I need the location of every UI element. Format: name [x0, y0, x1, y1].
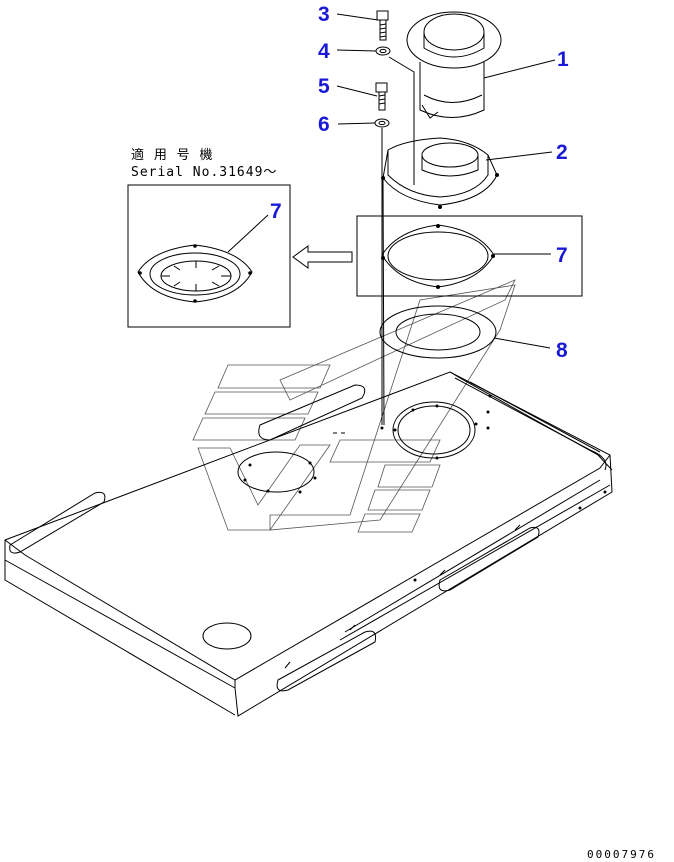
serial-label: Serial No.31649～: [131, 165, 277, 180]
part-2-flange: [381, 137, 499, 209]
assembly-lines: [381, 56, 415, 426]
callout-3: 3: [318, 3, 330, 26]
callout-4: 4: [318, 40, 330, 63]
part-7-frame: [356, 215, 583, 297]
callout-2: 2: [556, 141, 568, 164]
part-8-gasket: [379, 305, 497, 359]
part-4-washer: [375, 46, 391, 56]
callout-6: 6: [318, 113, 330, 136]
inset-arrow: [292, 245, 353, 269]
inset-view: [127, 184, 291, 328]
leader-lines: [227, 13, 556, 349]
callout-7-inset: 7: [270, 200, 282, 223]
callout-5: 5: [318, 75, 330, 98]
cover-plate: [4, 371, 613, 717]
part-1-pipe-cap: [406, 11, 502, 119]
callout-1: 1: [557, 48, 569, 71]
part-3-bolt: [376, 10, 389, 41]
part-5-bolt: [375, 82, 388, 111]
part-6-washer: [374, 118, 390, 128]
callout-8: 8: [556, 339, 568, 362]
callout-7-main: 7: [556, 244, 568, 267]
drawing-id: 00007976: [587, 848, 656, 861]
watermark-logo: [192, 279, 516, 533]
applicability-label: 適 用 号 機: [131, 147, 213, 163]
